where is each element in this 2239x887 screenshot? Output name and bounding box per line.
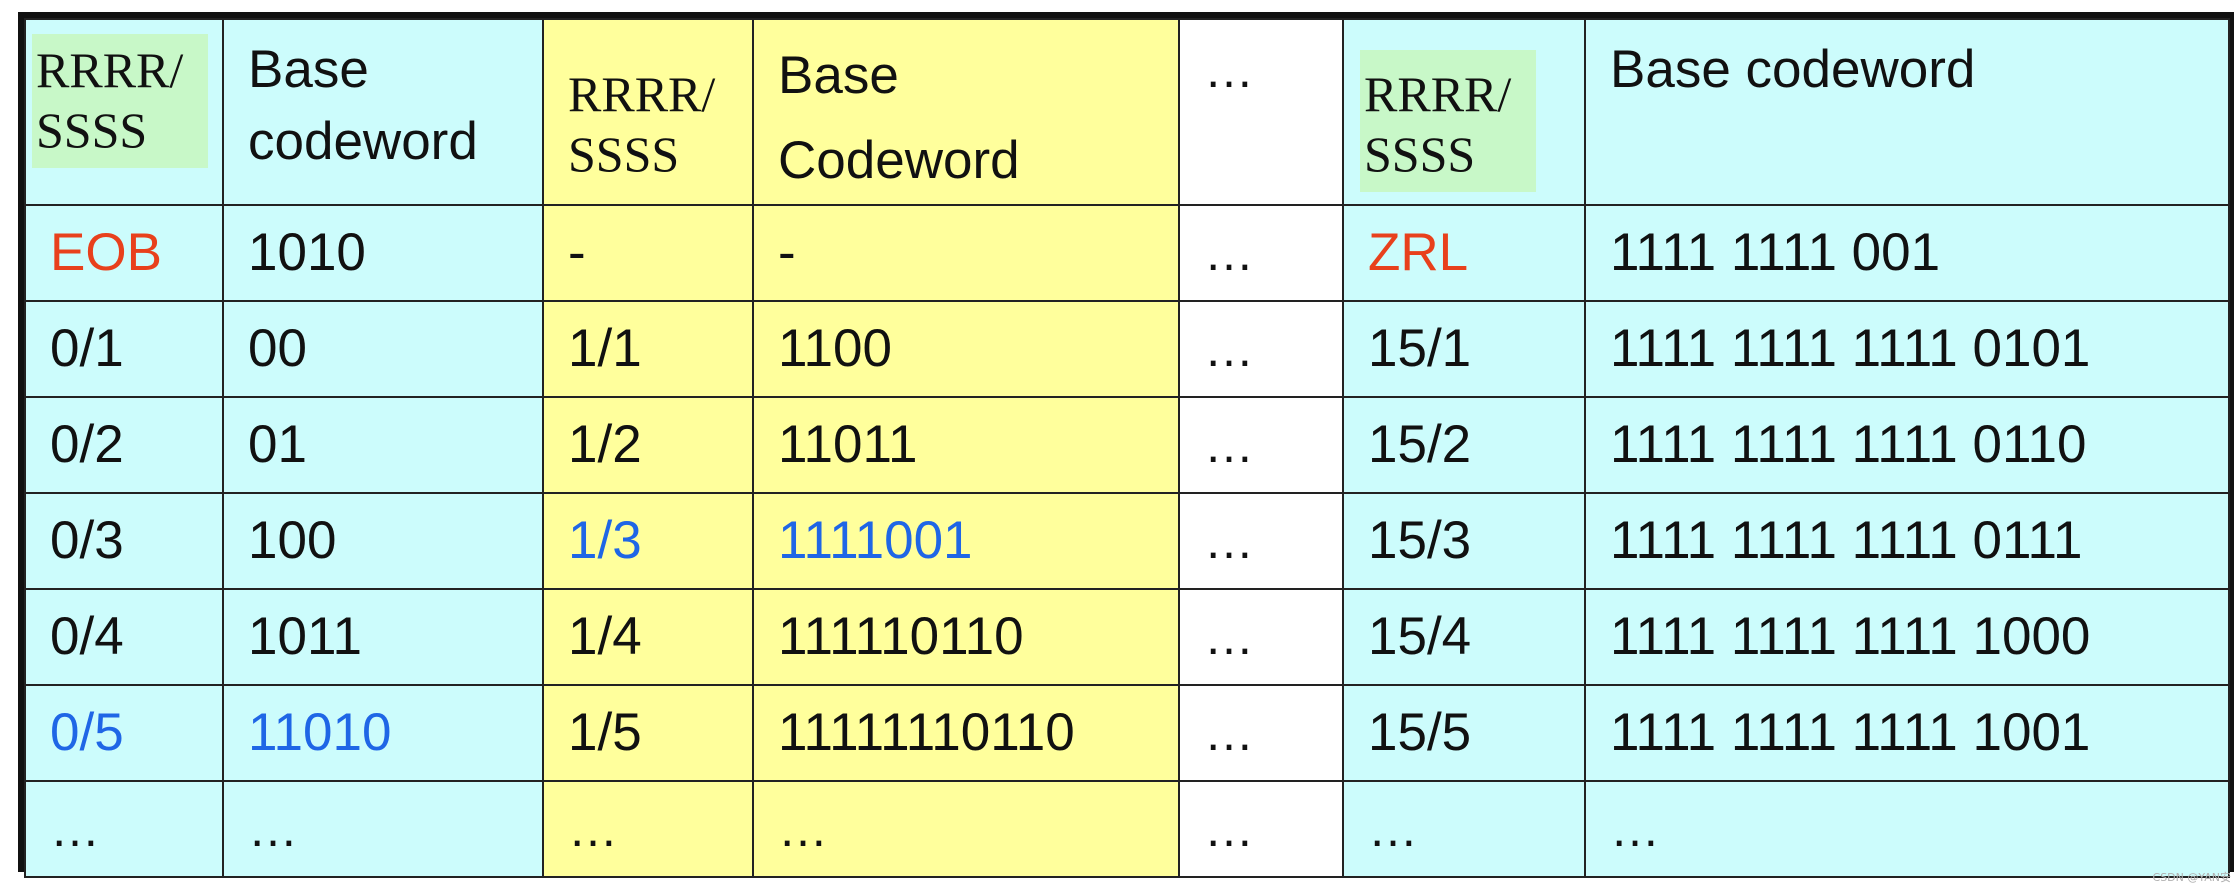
cell-run-size: ZRL xyxy=(1342,203,1586,302)
base-codeword-label-1: Base codeword xyxy=(248,40,478,171)
cell-run-size: … xyxy=(24,779,224,878)
cell-run-size: 0/4 xyxy=(24,587,224,686)
header-run-size-1: RRRR/ SSSS xyxy=(24,18,224,206)
table-row: 0/3 100 1/3 1111001 … 15/3 1111 1111 111… xyxy=(24,491,2230,590)
watermark: CSDN @YAN安 xyxy=(2152,871,2231,884)
cell-codeword: 1111 1111 001 xyxy=(1584,203,2230,302)
cell-run-size: … xyxy=(542,779,754,878)
cell-ellipsis: … xyxy=(1178,299,1344,398)
cell-ellipsis: … xyxy=(1178,779,1344,878)
header-run-size-2: RRRR/ SSSS xyxy=(542,18,754,206)
cell-run-size: EOB xyxy=(24,203,224,302)
table-row: 0/5 11010 1/5 11111110110 … 15/5 1111 11… xyxy=(24,683,2230,782)
header-row: RRRR/ SSSS Base codeword RRRR/ SSSS Base… xyxy=(24,18,2230,206)
cell-codeword: 1010 xyxy=(222,203,544,302)
cell-codeword: … xyxy=(752,779,1180,878)
cell-run-size: 0/1 xyxy=(24,299,224,398)
cell-ellipsis: … xyxy=(1178,395,1344,494)
cell-codeword: 1111 1111 1111 0111 xyxy=(1584,491,2230,590)
cell-codeword: 100 xyxy=(222,491,544,590)
cell-run-size: 1/1 xyxy=(542,299,754,398)
cell-ellipsis: … xyxy=(1178,683,1344,782)
cell-run-size: 15/3 xyxy=(1342,491,1586,590)
cell-ellipsis: … xyxy=(1178,491,1344,590)
cell-codeword: 1111001 xyxy=(752,491,1180,590)
header-base-codeword-1: Base codeword xyxy=(222,18,544,206)
cell-run-size: 1/3 xyxy=(542,491,754,590)
cell-codeword: 1111 1111 1111 1001 xyxy=(1584,683,2230,782)
cell-run-size: 1/2 xyxy=(542,395,754,494)
cell-ellipsis: … xyxy=(1178,587,1344,686)
cell-codeword: - xyxy=(752,203,1180,302)
run-size-label-1: RRRR/ SSSS xyxy=(32,34,208,168)
cell-run-size: 0/2 xyxy=(24,395,224,494)
cell-run-size: 15/4 xyxy=(1342,587,1586,686)
cell-run-size: 1/5 xyxy=(542,683,754,782)
cell-codeword: 11011 xyxy=(752,395,1180,494)
cell-codeword: 01 xyxy=(222,395,544,494)
header-run-size-3: RRRR/ SSSS xyxy=(1342,18,1586,206)
cell-codeword: 11111110110 xyxy=(752,683,1180,782)
cell-run-size: 15/5 xyxy=(1342,683,1586,782)
table-row: 0/2 01 1/2 11011 … 15/2 1111 1111 1111 0… xyxy=(24,395,2230,494)
cell-codeword: 1111 1111 1111 0101 xyxy=(1584,299,2230,398)
table-row: 0/1 00 1/1 1100 … 15/1 1111 1111 1111 01… xyxy=(24,299,2230,398)
header-ellipsis-text: … xyxy=(1204,42,1256,98)
cell-run-size: 15/2 xyxy=(1342,395,1586,494)
run-size-label-2: RRRR/ SSSS xyxy=(568,66,716,182)
base-codeword-label-3: Base codeword xyxy=(1610,40,1976,99)
cell-codeword: 111110110 xyxy=(752,587,1180,686)
base-codeword-label-2: Base Codeword xyxy=(778,46,1020,190)
cell-run-size: … xyxy=(1342,779,1586,878)
cell-codeword: … xyxy=(222,779,544,878)
table-row: 0/4 1011 1/4 111110110 … 15/4 1111 1111 … xyxy=(24,587,2230,686)
run-size-label-3: RRRR/ SSSS xyxy=(1360,50,1536,192)
header-base-codeword-2: Base Codeword xyxy=(752,18,1180,206)
huffman-code-table-frame: RRRR/ SSSS Base codeword RRRR/ SSSS Base… xyxy=(18,12,2234,878)
header-base-codeword-3: Base codeword xyxy=(1584,18,2230,206)
table-row: … … … … … … … xyxy=(24,779,2230,878)
cell-codeword: … xyxy=(1584,779,2230,878)
cell-run-size: 1/4 xyxy=(542,587,754,686)
cell-codeword: 1111 1111 1111 0110 xyxy=(1584,395,2230,494)
cell-ellipsis: … xyxy=(1178,203,1344,302)
cell-codeword: 1111 1111 1111 1000 xyxy=(1584,587,2230,686)
cell-codeword: 1011 xyxy=(222,587,544,686)
cell-run-size: - xyxy=(542,203,754,302)
header-ellipsis: … xyxy=(1178,18,1344,206)
cell-run-size: 0/3 xyxy=(24,491,224,590)
huffman-code-table: RRRR/ SSSS Base codeword RRRR/ SSSS Base… xyxy=(24,18,2230,878)
cell-run-size: 15/1 xyxy=(1342,299,1586,398)
cell-codeword: 1100 xyxy=(752,299,1180,398)
cell-codeword: 00 xyxy=(222,299,544,398)
cell-run-size: 0/5 xyxy=(24,683,224,782)
cell-codeword: 11010 xyxy=(222,683,544,782)
table-row: EOB 1010 - - … ZRL 1111 1111 001 xyxy=(24,203,2230,302)
